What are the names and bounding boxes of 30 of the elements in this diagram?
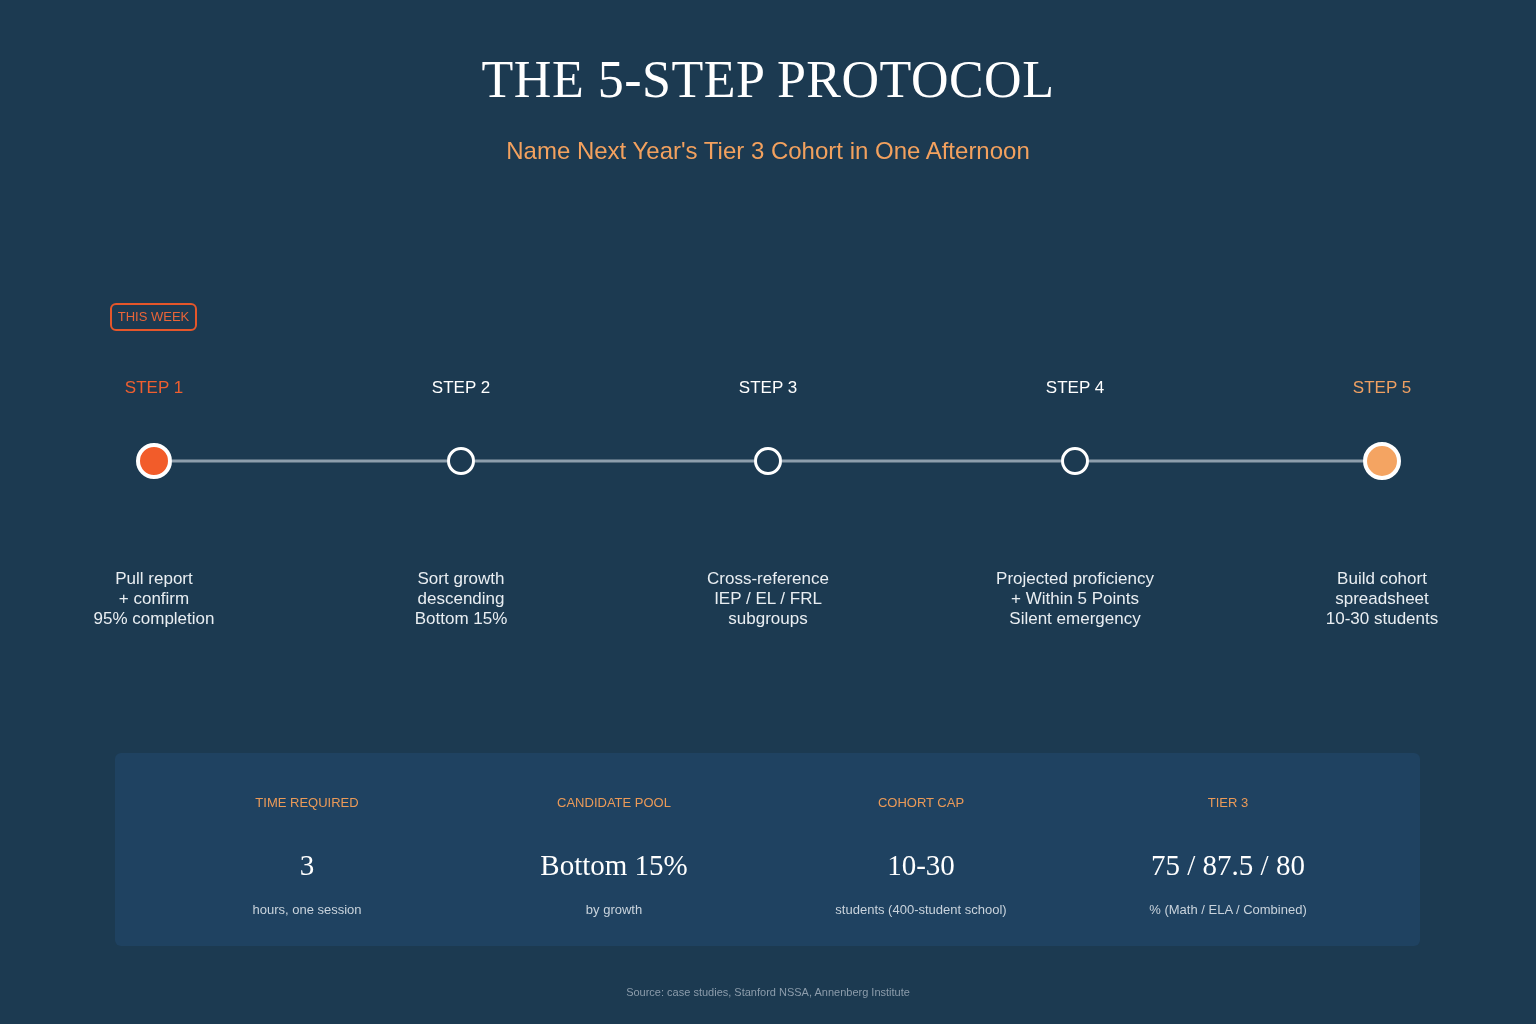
subtitle: Name Next Year's Tier 3 Cohort in One Afternoon [506,137,1030,165]
connector-line [1089,459,1363,463]
stat-heading: CANDIDATE POOL [557,795,671,811]
connector-line [475,459,754,463]
stat-heading: TIME REQUIRED [255,795,359,811]
stat-caption: by growth [585,902,643,918]
stat-caption: % (Math / ELA / Combined) [1149,902,1307,918]
stat-heading: TIER 3 [1207,795,1249,811]
stat-value: 10-30 [887,848,955,882]
stat-caption: students (400-student school) [835,902,1007,918]
source-note: Source: case studies, Stanford NSSA, Annenberg Institute [626,985,910,999]
connector-line [782,459,1061,463]
step-description: Sort growth descending Bottom 15% [414,569,508,629]
step-label: STEP 2 [431,378,491,398]
stat-caption: hours, one session [252,902,362,918]
step-description: Cross-reference IEP / EL / FRL subgroups [707,569,829,629]
step-label: STEP 4 [1045,378,1105,398]
step-description: Projected proficiency + Within 5 Points Silent emergency [996,569,1154,629]
step-label: STEP 3 [738,378,798,398]
connector-line [172,459,447,463]
step-description: Build cohort spreadsheet 10-30 students [1325,569,1439,629]
stat-value: 3 [299,848,315,882]
status-tag: THIS WEEK [110,303,197,331]
step-description: Pull report + confirm 95% completion [93,569,215,629]
step-label: STEP 5 [1352,378,1412,398]
stat-value: 75 / 87.5 / 80 [1151,848,1305,882]
stat-value: Bottom 15% [540,848,688,882]
stat-heading: COHORT CAP [877,795,965,811]
title: THE 5-STEP PROTOCOL [481,50,1055,110]
step-label: STEP 1 [124,378,184,398]
